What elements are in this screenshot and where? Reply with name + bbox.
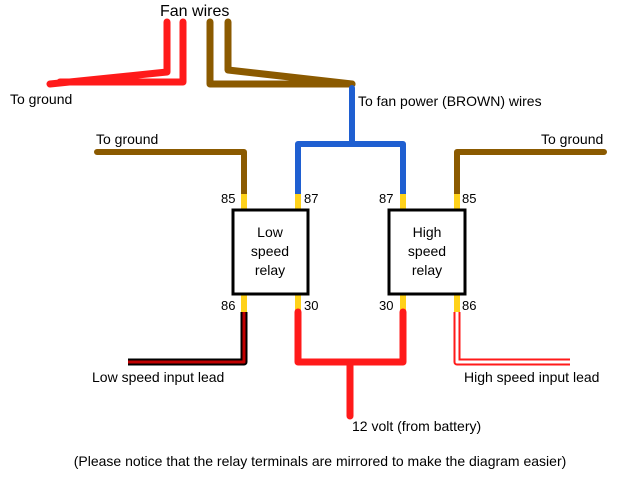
low-speed-input-label: Low speed input lead [92,369,224,385]
right-ground-wire [454,149,607,197]
high-relay-line-1: High [413,224,442,240]
low-pin-86: 86 [221,298,235,313]
diagram-note: (Please notice that the relay terminals … [74,453,567,469]
low-pin-85: 85 [221,191,235,206]
high-pin-86: 86 [462,298,476,313]
high-speed-input-wire [453,312,570,366]
low-relay-line-1: Low [257,224,284,240]
to-fan-power-label: To fan power (BROWN) wires [358,93,542,109]
low-speed-relay: Low speed relay [231,208,310,296]
fan-power-wire [206,18,356,88]
high-speed-relay: High speed relay [387,208,467,296]
high-pin-30: 30 [379,298,393,313]
battery-label: 12 volt (from battery) [352,418,481,434]
to-ground-left-label: To ground [96,131,158,147]
high-pin-87: 87 [379,191,393,206]
low-relay-line-2: speed [251,243,289,259]
battery-wire [294,308,407,420]
to-ground-right-label: To ground [541,131,603,147]
blue-87-wire [295,85,406,197]
fan-wires-label: Fan wires [160,3,229,20]
high-speed-input-label: High speed input lead [464,369,599,385]
to-ground-top-label: To ground [10,91,72,107]
high-pin-85: 85 [462,191,476,206]
low-relay-line-3: relay [255,262,285,278]
fan-ground-wire [46,18,187,88]
low-pin-87: 87 [304,191,318,206]
low-speed-input-wire [128,312,248,366]
left-ground-wire [94,149,247,197]
high-relay-line-3: relay [412,262,442,278]
low-pin-30: 30 [304,298,318,313]
high-relay-line-2: speed [408,243,446,259]
